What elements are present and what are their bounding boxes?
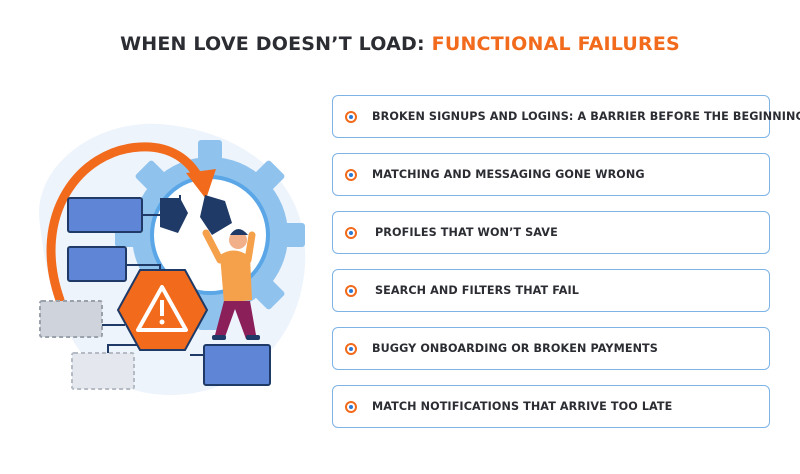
bullet-icon	[345, 110, 357, 123]
failure-label: BROKEN SIGNUPS AND LOGINS: A BARRIER BEF…	[372, 110, 800, 123]
flow-box-placeholder	[39, 300, 103, 338]
title-main: WHEN LOVE DOESN’T LOAD:	[120, 33, 432, 55]
failure-label: BUGGY ONBOARDING OR BROKEN PAYMENTS	[372, 342, 658, 355]
flow-box	[67, 246, 127, 282]
flowchart-illustration	[39, 123, 306, 395]
failure-list: BROKEN SIGNUPS AND LOGINS: A BARRIER BEF…	[332, 95, 800, 443]
failure-label: SEARCH AND FILTERS THAT FAIL	[375, 284, 579, 297]
person-icon	[202, 229, 260, 340]
failure-item-search-filters: SEARCH AND FILTERS THAT FAIL	[332, 269, 770, 312]
bullet-icon	[345, 342, 357, 355]
flow-box	[203, 344, 271, 386]
failure-label: MATCHING AND MESSAGING GONE WRONG	[372, 168, 645, 181]
failure-item-notifications: MATCH NOTIFICATIONS THAT ARRIVE TOO LATE	[332, 385, 770, 428]
arrow-head	[186, 169, 216, 199]
bullet-icon	[345, 168, 357, 181]
page-title: WHEN LOVE DOESN’T LOAD: FUNCTIONAL FAILU…	[0, 33, 800, 55]
failure-label: PROFILES THAT WON’T SAVE	[375, 226, 558, 239]
title-accent: FUNCTIONAL FAILURES	[431, 33, 680, 55]
failure-item-matching-messaging: MATCHING AND MESSAGING GONE WRONG	[332, 153, 770, 196]
bullet-icon	[345, 400, 357, 413]
warning-hexagon-icon	[116, 269, 209, 351]
circular-arrow-icon	[46, 142, 205, 305]
illustration	[20, 95, 320, 415]
flow-box	[67, 197, 143, 233]
flow-box-placeholder	[71, 352, 135, 390]
falling-box	[160, 198, 188, 233]
failure-label: MATCH NOTIFICATIONS THAT ARRIVE TOO LATE	[372, 400, 673, 413]
failure-item-onboarding-payments: BUGGY ONBOARDING OR BROKEN PAYMENTS	[332, 327, 770, 370]
falling-box	[200, 195, 232, 235]
bullet-icon	[345, 284, 357, 297]
failure-item-profiles: PROFILES THAT WON’T SAVE	[332, 211, 770, 254]
failure-item-broken-signups: BROKEN SIGNUPS AND LOGINS: A BARRIER BEF…	[332, 95, 800, 138]
bullet-icon	[345, 226, 357, 239]
